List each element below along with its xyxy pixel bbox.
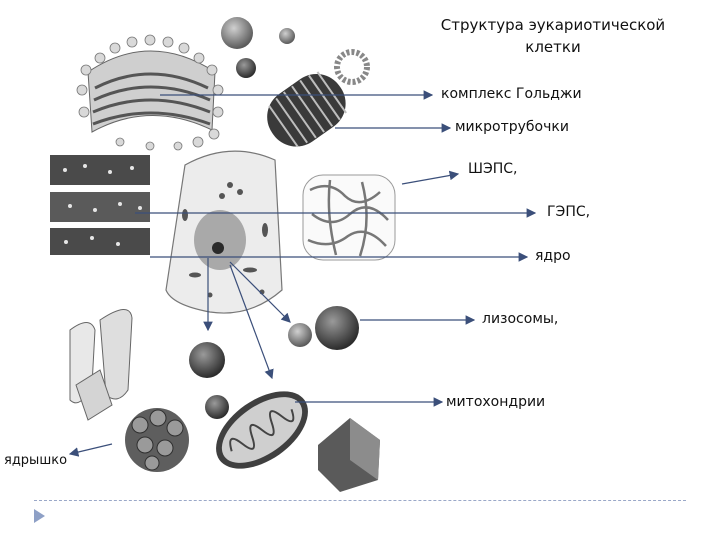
arrow-rough-er — [402, 174, 458, 184]
label-rough-er: ШЭПС, — [468, 161, 518, 177]
nuclear-envelope-illustration — [70, 309, 132, 420]
smooth-er-illustration — [303, 175, 395, 260]
vesicles-illustration — [221, 17, 367, 82]
slide-title-line-2: клетки — [408, 36, 698, 58]
label-mitochondria: митохондрии — [446, 394, 545, 410]
footer-divider — [34, 500, 686, 501]
lysosome-illustration — [288, 306, 359, 350]
triangle-bullet-icon — [34, 509, 45, 523]
slide-title: Структура эукариотической клетки — [408, 14, 698, 58]
nucleus-illustration — [125, 408, 189, 472]
label-nucleus: ядро — [535, 248, 571, 264]
golgi-complex-illustration — [77, 35, 223, 150]
label-microtubules: микротрубочки — [455, 119, 569, 135]
membrane-block-illustration — [318, 418, 380, 492]
arrow-nucleolus — [70, 444, 112, 454]
label-golgi: комплекс Гольджи — [441, 86, 582, 102]
label-nucleolus: ядрышко — [4, 453, 67, 468]
mitochondrion-illustration — [202, 376, 322, 485]
slide-title-line-1: Структура эукариотической — [408, 14, 698, 36]
spheres-illustration — [189, 342, 229, 419]
cell-body-illustration — [166, 151, 282, 313]
label-smooth-er: ГЭПС, — [547, 204, 590, 220]
label-lysosomes: лизосомы, — [482, 311, 558, 327]
rough-er-illustration — [50, 155, 150, 255]
